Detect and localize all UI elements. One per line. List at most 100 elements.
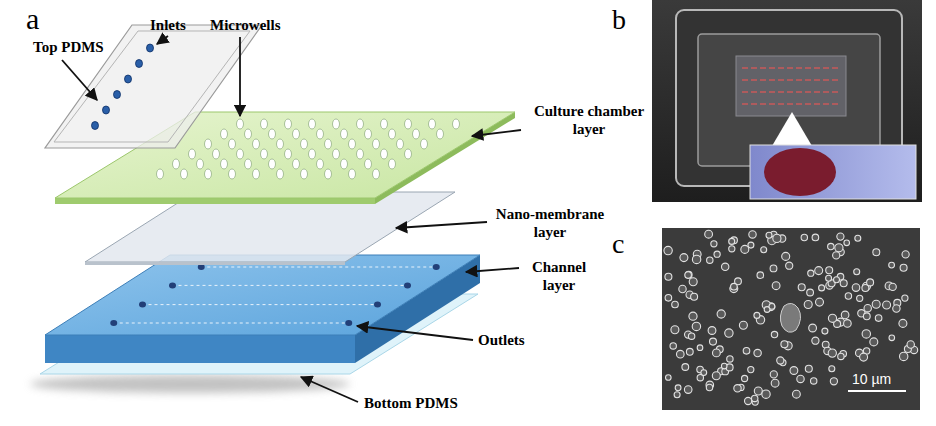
pore [862, 330, 870, 338]
pore [697, 345, 703, 351]
pore [749, 231, 756, 238]
microwell [341, 129, 348, 139]
channel [173, 285, 408, 286]
channel-port [110, 320, 117, 326]
device-photo [652, 0, 922, 202]
outlet-port [404, 282, 411, 288]
microwell [357, 149, 364, 159]
microwell [349, 169, 356, 179]
pore [766, 232, 772, 238]
pore [729, 246, 735, 252]
pore [762, 390, 770, 398]
pore [900, 264, 907, 271]
pore [902, 251, 909, 258]
pore [664, 246, 672, 254]
microwell [237, 149, 244, 159]
pore [854, 269, 860, 275]
pore [689, 278, 697, 286]
microwell [429, 119, 436, 129]
part-label: Inlets [150, 16, 186, 34]
microwell [197, 159, 204, 169]
microwell [205, 139, 212, 149]
pore [688, 333, 694, 339]
pore [893, 305, 900, 312]
microwell [397, 139, 404, 149]
microwell [421, 139, 428, 149]
pore [717, 310, 725, 318]
pore [752, 395, 758, 401]
microwell [285, 149, 292, 159]
pore [748, 242, 754, 248]
pore [692, 255, 700, 263]
pore [684, 386, 692, 394]
pore [701, 370, 707, 376]
pore [754, 312, 760, 318]
pore [772, 282, 780, 290]
pore [739, 321, 747, 329]
pore [804, 301, 812, 309]
pore [808, 270, 814, 276]
pore [665, 295, 672, 302]
pore [665, 273, 672, 280]
pore [852, 284, 860, 292]
microwell [325, 139, 332, 149]
pore [801, 234, 807, 240]
inlet-port [103, 106, 110, 114]
pore [834, 277, 840, 283]
pore [708, 327, 716, 335]
microwell [173, 159, 180, 169]
pore [899, 319, 907, 327]
pore [677, 350, 685, 358]
pore [798, 284, 805, 291]
pore [837, 233, 844, 240]
microwell [405, 149, 412, 159]
leader-arrows [62, 36, 521, 402]
microwell [365, 129, 372, 139]
microwell [437, 129, 444, 139]
pore [857, 295, 863, 301]
microwell [309, 149, 316, 159]
pore [863, 313, 870, 320]
pore [680, 254, 688, 262]
pore [773, 234, 781, 242]
microwell [157, 169, 164, 179]
pore [883, 301, 891, 309]
pore [743, 348, 750, 355]
microwell [413, 129, 420, 139]
microwell [333, 119, 340, 129]
pore [829, 366, 835, 372]
panel-letter: c [612, 228, 624, 260]
microwell [309, 119, 316, 129]
pore [872, 300, 880, 308]
pore [741, 245, 749, 253]
pore [685, 271, 692, 278]
pore [770, 265, 777, 272]
inlet-port [92, 122, 99, 130]
pore [711, 241, 717, 247]
pore [805, 365, 812, 372]
inlet-port [147, 44, 154, 52]
pore [841, 311, 849, 319]
pore [689, 312, 697, 320]
pore [706, 384, 712, 390]
microwell [277, 169, 284, 179]
pore [722, 263, 729, 270]
pore [761, 247, 767, 253]
pore [840, 280, 847, 287]
pore [907, 341, 914, 348]
pore [790, 367, 798, 375]
outlet-port [433, 264, 440, 270]
pore [900, 352, 908, 360]
microwell [205, 169, 212, 179]
pore [771, 331, 777, 337]
pore [705, 230, 713, 238]
pore [745, 397, 752, 404]
channel [201, 267, 436, 268]
pore [822, 328, 828, 334]
pore [754, 349, 761, 356]
pore [870, 338, 878, 346]
pore [812, 234, 819, 241]
pore [826, 275, 832, 281]
microwell [349, 139, 356, 149]
